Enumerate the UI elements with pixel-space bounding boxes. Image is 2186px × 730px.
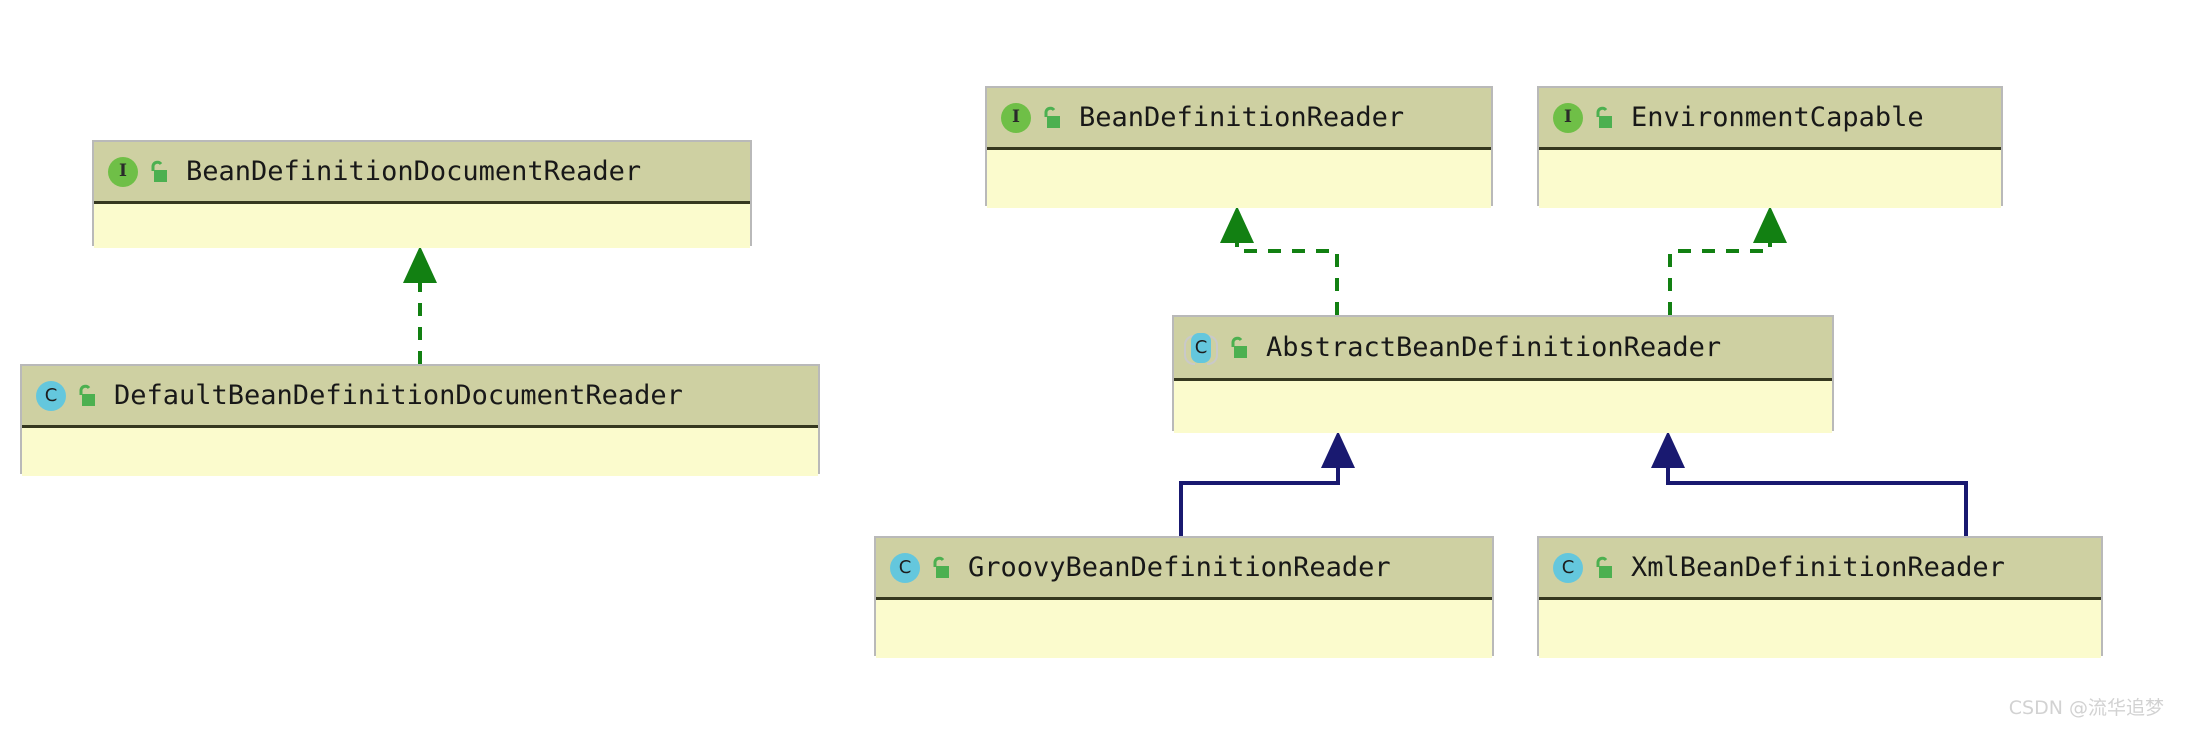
uml-node-header: I EnvironmentCapable [1539, 88, 2001, 150]
uml-node-members [987, 150, 1491, 208]
abstract-arc-right [1207, 334, 1218, 365]
watermark-label: CSDN @流华追梦 [2008, 697, 2164, 719]
class-marker-icon: C [36, 380, 66, 411]
uml-node-header: C DefaultBeanDefinitionDocumentReader [22, 366, 818, 428]
edge-generalization-xml-abstract [1651, 431, 1968, 536]
uml-node-header: C GroovyBeanDefinitionReader [876, 538, 1492, 600]
uml-node-environment-capable[interactable]: I EnvironmentCapable [1537, 86, 2003, 208]
uml-node-title: BeanDefinitionReader [1079, 102, 1405, 133]
unlock-icon [1044, 106, 1060, 128]
uml-node-default-bean-definition-document-reader[interactable]: C DefaultBeanDefinitionDocumentReader [20, 364, 820, 476]
interface-marker-icon: I [1001, 102, 1031, 133]
uml-node-groovy-bean-definition-reader[interactable]: C GroovyBeanDefinitionReader [874, 536, 1494, 658]
uml-node-members [1539, 150, 2001, 208]
uml-node-header: C XmlBeanDefinitionReader [1539, 538, 2101, 600]
uml-node-bean-definition-reader[interactable]: I BeanDefinitionReader [985, 86, 1493, 208]
class-marker-icon: C [1553, 552, 1583, 583]
unlock-icon [1596, 556, 1612, 578]
uml-node-title: DefaultBeanDefinitionDocumentReader [114, 380, 683, 411]
unlock-icon [1231, 336, 1247, 358]
abstract-arc-left [1184, 334, 1195, 365]
unlock-icon [1596, 106, 1612, 128]
uml-node-title: AbstractBeanDefinitionReader [1266, 332, 1722, 363]
uml-node-title: XmlBeanDefinitionReader [1631, 552, 2005, 583]
uml-node-bean-definition-document-reader[interactable]: I BeanDefinitionDocumentReader [92, 140, 752, 248]
unlock-icon [933, 556, 949, 578]
interface-marker-icon: I [108, 156, 138, 187]
uml-node-xml-bean-definition-reader[interactable]: C XmlBeanDefinitionReader [1537, 536, 2103, 658]
uml-node-title: BeanDefinitionDocumentReader [186, 156, 642, 187]
edge-realization-default-document-reader [403, 246, 437, 364]
uml-node-header: I BeanDefinitionReader [987, 88, 1491, 150]
uml-node-members [876, 600, 1492, 658]
unlock-icon [151, 160, 167, 182]
edge-realization-abstract-bean-definition-reader [1220, 206, 1339, 315]
uml-node-title: EnvironmentCapable [1631, 102, 1924, 133]
class-marker-icon: C [890, 552, 920, 583]
interface-marker-icon: I [1553, 102, 1583, 133]
uml-node-title: GroovyBeanDefinitionReader [968, 552, 1391, 583]
uml-node-header: C AbstractBeanDefinitionReader [1174, 317, 1832, 381]
abstract-class-marker-icon: C [1184, 332, 1218, 365]
unlock-icon [79, 384, 95, 406]
uml-node-header: I BeanDefinitionDocumentReader [94, 142, 750, 204]
edge-generalization-groovy-abstract [1179, 431, 1355, 536]
uml-node-members [1539, 600, 2101, 658]
edge-realization-abstract-environment-capable [1668, 206, 1787, 315]
uml-node-members [22, 428, 818, 476]
uml-node-members [1174, 381, 1832, 433]
uml-node-members [94, 204, 750, 248]
uml-node-abstract-bean-definition-reader[interactable]: C AbstractBeanDefinitionReader [1172, 315, 1834, 433]
